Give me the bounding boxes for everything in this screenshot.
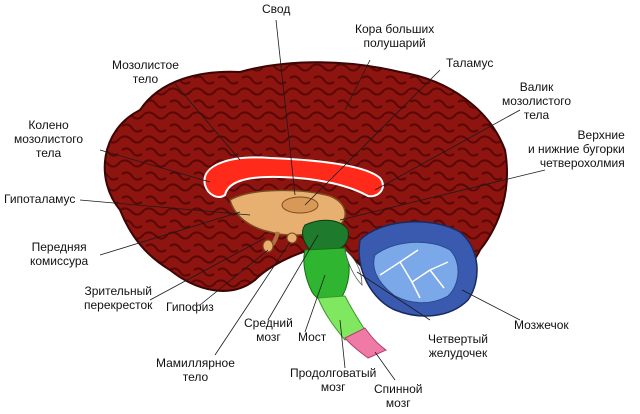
arbor-vitae xyxy=(373,241,459,304)
spinal-cord xyxy=(344,327,388,359)
leader-kommissura xyxy=(99,211,241,256)
label-svod: Свод xyxy=(262,2,291,16)
leader-spinnoy xyxy=(374,351,396,381)
leader-perekrestok xyxy=(149,237,266,301)
leader-mozolistoe xyxy=(174,83,241,161)
leader-gipofiz xyxy=(199,249,269,306)
leader-zheludochek xyxy=(356,271,431,321)
leader-most xyxy=(304,274,326,333)
leader-mozzhechok xyxy=(461,289,521,321)
midbrain xyxy=(302,219,349,251)
leader-svod xyxy=(275,19,296,196)
leader-talamus xyxy=(304,69,441,206)
pituitary-gland xyxy=(262,239,274,253)
label-most: Мост xyxy=(298,330,327,344)
leader-koleno xyxy=(99,149,211,183)
label-talamus: Таламус xyxy=(446,56,494,70)
leader-kora xyxy=(344,59,371,111)
pons xyxy=(303,247,350,303)
corpus-callosum xyxy=(203,156,384,198)
label-gipotalamus: Гипоталамус xyxy=(4,192,76,206)
fourth-ventricle xyxy=(344,249,363,286)
mammillary-body xyxy=(286,232,298,244)
leader-mamillyarnoe xyxy=(214,241,291,356)
leader-gipotalamus xyxy=(79,199,251,216)
label-mozzhechok: Мозжечок xyxy=(514,318,569,332)
leader-sredniy xyxy=(267,234,319,321)
leader-prodolgovatiy xyxy=(339,319,346,369)
leader-bugorki xyxy=(339,169,546,221)
leader-valik xyxy=(374,109,521,191)
thalamus xyxy=(281,196,319,214)
arbor-vitae-branches xyxy=(379,249,449,299)
leader-lines xyxy=(79,19,546,381)
label-gipofiz: Гипофиз xyxy=(166,300,214,314)
